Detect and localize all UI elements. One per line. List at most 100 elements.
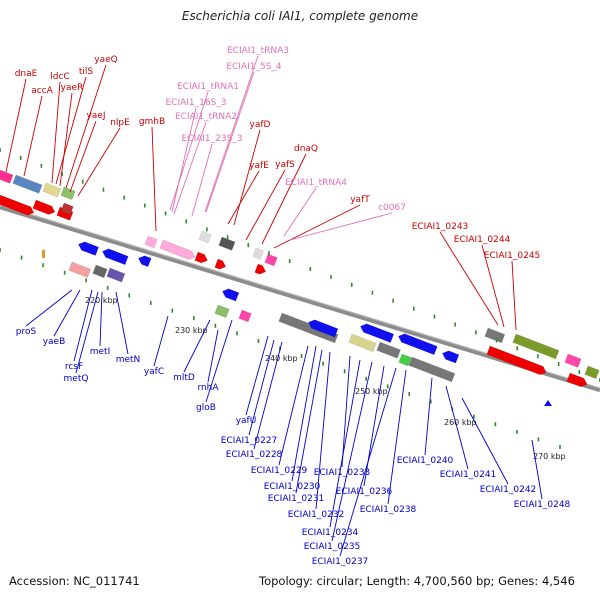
- cds-block: [512, 333, 560, 360]
- gene-label-bottom-leader: [253, 341, 283, 450]
- gene-label-top: dnaQ: [294, 144, 318, 154]
- gene-label-bottom-leader: [291, 345, 317, 482]
- gene-label-bottom-leader: [75, 291, 99, 374]
- cds-block: [264, 253, 278, 267]
- rna-label-leader: [171, 107, 197, 213]
- cds-block-group: [360, 323, 395, 343]
- rna-label-leader: [205, 71, 255, 213]
- strand-marker: [544, 400, 552, 406]
- rna-label: ECIAI1_tRNA1: [177, 82, 239, 92]
- gene-label-bottom: ECIAI1_0240: [397, 456, 454, 466]
- rna-label: ECIAI1_23S_3: [181, 134, 242, 144]
- cds-block-group: [564, 353, 582, 368]
- gene-label-bottom: ECIAI1_0227: [221, 436, 278, 446]
- gene-label-top: yafD: [250, 120, 271, 130]
- rna-label: ECIAI1_tRNA3: [227, 46, 289, 56]
- cds-block: [60, 186, 76, 201]
- gene-label-top-leader: [23, 95, 43, 177]
- rna-label-leader: [289, 212, 393, 241]
- genome-title: Escherichia coli IAI1, complete genome: [181, 9, 419, 23]
- cds-block: [376, 341, 401, 359]
- cds-block: [484, 327, 506, 344]
- gene-label-bottom: ECIAI1_0242: [480, 485, 537, 495]
- gene-label-top-leader: [481, 244, 505, 328]
- cds-block-group: [486, 345, 547, 376]
- rna-label-leader: [204, 55, 259, 213]
- cds-block: [42, 182, 62, 198]
- ruler-label: 270 kbp: [533, 452, 566, 461]
- cds-block: [348, 333, 377, 353]
- cds-block-group: [308, 319, 339, 338]
- cds-block: [584, 365, 600, 380]
- cds-block: [68, 261, 91, 278]
- genome-summary-text: Topology: circular; Length: 4,700,560 bp…: [259, 574, 575, 588]
- ruler-label: 240 kbp: [265, 354, 298, 363]
- gene-label-top-leader: [273, 204, 361, 249]
- cds-block-group: [78, 241, 99, 256]
- gene-label-bottom-leader: [329, 359, 361, 528]
- rna-label-leader: [169, 91, 209, 211]
- gene-label-top-leader: [5, 78, 27, 173]
- cds-block: [92, 264, 108, 279]
- gene-label-bottom-leader: [445, 385, 469, 470]
- ruler-label: 260 kbp: [444, 418, 477, 427]
- gene-label-bottom-leader: [25, 289, 73, 327]
- cds-block: [308, 319, 339, 338]
- gene-label-bottom-leader: [248, 339, 275, 436]
- cds-block-group: [238, 309, 252, 323]
- gene-label-bottom-leader: [99, 291, 103, 347]
- cds-block: [566, 372, 588, 388]
- gene-label-top-leader: [245, 169, 286, 241]
- gene-label-bottom-leader: [387, 369, 407, 505]
- gene-label-bottom: rcsF: [65, 362, 83, 372]
- gene-label-top: ECIAI1_0244: [454, 235, 511, 245]
- rna-label: ECIAI1_tRNA4: [285, 178, 347, 188]
- gene-label-top-leader: [77, 127, 121, 197]
- gene-label-bottom: ECIAI1_0237: [312, 557, 369, 567]
- ruler-label: 250 kbp: [355, 387, 388, 396]
- cds-block-group: [254, 263, 267, 275]
- cds-block-group: [214, 258, 227, 270]
- misc-marker: [42, 250, 45, 258]
- cds-block-group: [218, 236, 236, 251]
- cds-block: [222, 288, 240, 302]
- gene-label-top: yaeQ: [94, 55, 117, 65]
- cds-block: [0, 194, 35, 216]
- gene-label-top: yafT: [350, 195, 370, 205]
- cds-block: [408, 356, 456, 383]
- gene-label-bottom: proS: [16, 327, 37, 337]
- gene-label-bottom: ECIAI1_0230: [264, 482, 321, 492]
- cds-block: [214, 304, 230, 319]
- cds-block-group: [376, 341, 401, 359]
- cds-block-group: [12, 174, 43, 194]
- gene-label-top-leader: [261, 153, 307, 245]
- cds-block: [442, 350, 460, 364]
- cds-block-group: [348, 333, 377, 353]
- cds-block: [0, 169, 14, 184]
- gene-label-bottom: metQ: [64, 374, 89, 384]
- gene-label-top: ECIAI1_0245: [484, 251, 541, 261]
- gene-label-top-leader: [59, 92, 73, 187]
- gene-label-top: ldcC: [50, 72, 69, 82]
- gene-label-top: nlpE: [110, 118, 130, 128]
- gene-label-bottom-leader: [424, 377, 433, 456]
- gene-label-bottom: ECIAI1_0236: [336, 487, 393, 497]
- rna-label: c0067: [378, 203, 406, 213]
- cds-block-group: [484, 327, 506, 344]
- cds-block-group: [0, 169, 14, 184]
- gene-label-top: ECIAI1_0243: [412, 222, 469, 232]
- gene-label-top: yaeJ: [86, 111, 105, 121]
- genome-backbone: [0, 204, 600, 393]
- cds-block-group: [60, 186, 76, 201]
- gene-label-bottom: yafU: [236, 416, 257, 426]
- gene-label-bottom-leader: [53, 289, 81, 337]
- gene-label-bottom: ECIAI1_0231: [268, 494, 325, 504]
- gene-label-bottom: ECIAI1_0248: [514, 500, 571, 510]
- cds-block: [218, 236, 236, 251]
- rna-label-leader: [173, 121, 207, 215]
- cds-block: [252, 247, 264, 260]
- cds-block-group: [0, 194, 35, 216]
- gene-label-bottom: mltD: [173, 373, 195, 383]
- ruler-label: 230 kbp: [175, 326, 208, 335]
